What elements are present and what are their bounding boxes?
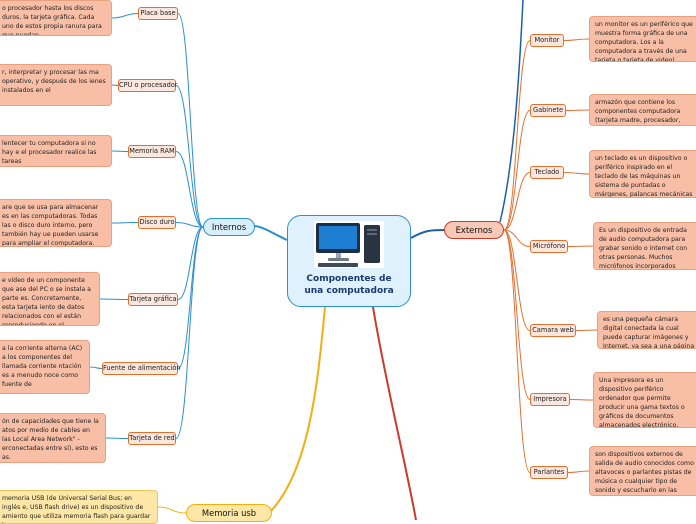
connector-node-tarjeta-red bbox=[175, 226, 204, 439]
connector-node-monitor bbox=[503, 40, 531, 231]
node-microfono[interactable]: Micrófono bbox=[530, 240, 568, 253]
desc-gabinete: armazón que contiene los componentes com… bbox=[589, 94, 696, 126]
node-tarjeta-grafica[interactable]: Tarjeta gráfica bbox=[128, 293, 178, 306]
connector-desc-cpu bbox=[111, 84, 119, 86]
desc-monitor: un monitor es un periférico que muestra … bbox=[589, 16, 696, 62]
node-tarjeta-red[interactable]: Tarjeta de red bbox=[128, 432, 176, 445]
connector-node-parlantes bbox=[503, 229, 531, 473]
connector-desc-teclado bbox=[563, 172, 590, 175]
connector-memoria-usb bbox=[269, 306, 326, 513]
node-teclado[interactable]: Teclado bbox=[530, 166, 564, 179]
connector-desc-memoria-usb bbox=[157, 506, 187, 514]
connector-node-memoria-ram bbox=[175, 151, 204, 228]
desc-disco-duro: are que se usa para almacenar es en las … bbox=[0, 199, 112, 247]
desc-fuente-alimentacion: a la corriente alterna (AC) a los compon… bbox=[0, 340, 90, 394]
connector-desc-placa-base bbox=[111, 13, 139, 19]
connector-desc-microfono bbox=[567, 245, 594, 247]
connector-desc-monitor bbox=[563, 38, 590, 41]
desc-impresora: Una impresora es un dispositivo periféri… bbox=[593, 372, 696, 428]
desc-teclado: un teclado es un dispositivo o periféric… bbox=[589, 150, 696, 198]
connector-node-camara-web bbox=[503, 229, 531, 331]
connector-externos bbox=[410, 229, 445, 239]
computer-icon bbox=[314, 221, 384, 268]
connector-node-teclado bbox=[503, 172, 531, 231]
connector-desc-gabinete bbox=[565, 109, 590, 111]
hub-memoria-usb[interactable]: Memoria usb bbox=[186, 504, 272, 522]
node-parlantes[interactable]: Parlantes bbox=[530, 466, 568, 479]
node-cpu-procesador[interactable]: CPU o procesador bbox=[118, 79, 178, 92]
connector-node-impresora bbox=[503, 229, 531, 400]
desc-parlantes: son dispositivos externos de salida de a… bbox=[589, 446, 696, 496]
node-memoria-ram[interactable]: Memoria RAM bbox=[128, 145, 176, 158]
central-topic[interactable]: Componentes de una computadora bbox=[287, 215, 411, 307]
hub-externos[interactable]: Externos bbox=[444, 221, 504, 239]
connector-node-disco-duro bbox=[175, 222, 204, 228]
connector-node-placa-base bbox=[177, 13, 204, 228]
node-impresora[interactable]: Impresora bbox=[530, 393, 570, 406]
connector-desc-memoria-ram bbox=[111, 150, 129, 152]
node-gabinete[interactable]: Gabinete bbox=[530, 104, 566, 117]
connector-desc-disco-duro bbox=[111, 222, 139, 224]
connector-desc-tarjeta-grafica bbox=[99, 298, 129, 300]
desc-memoria-usb: memoria USB (de Universal Serial Bus; en… bbox=[0, 490, 158, 524]
connector-node-cpu-procesador bbox=[175, 85, 204, 228]
connector-desc-tarjeta-red bbox=[105, 437, 129, 439]
connector-node-microfono bbox=[503, 229, 531, 247]
node-camara-web[interactable]: Camara web bbox=[530, 324, 576, 337]
desc-microfono: Es un dispositivo de entrada de audio co… bbox=[593, 222, 696, 270]
node-fuente-alimentacion[interactable]: Fuente de alimentación bbox=[102, 362, 181, 375]
connector-upper-branch bbox=[499, 0, 524, 223]
desc-placa-base: o procesador hasta los discos duros, la … bbox=[0, 0, 112, 36]
central-title-line2: una computadora bbox=[304, 286, 394, 296]
connector-node-gabinete bbox=[503, 110, 531, 231]
node-monitor[interactable]: Monitor bbox=[530, 34, 564, 47]
connector-desc-camara-web bbox=[575, 329, 598, 331]
desc-cpu: r, interpretar y procesar las ma operati… bbox=[0, 64, 112, 106]
desc-tarjeta-grafica: e vídeo de un componente que ase del PC … bbox=[0, 272, 100, 326]
connector-desc-parlantes bbox=[567, 470, 590, 473]
desc-tarjeta-red: ón de capacidades que tiene la atos por … bbox=[0, 413, 106, 463]
central-title-line1: Componentes de bbox=[306, 274, 392, 284]
desc-camara-web: es una pequeña cámara digital conectada … bbox=[597, 311, 696, 349]
node-disco-duro[interactable]: Disco duro bbox=[138, 216, 176, 229]
connector-desc-impresora bbox=[569, 399, 594, 401]
connector-internos bbox=[252, 225, 288, 241]
connector-node-tarjeta-grafica bbox=[177, 226, 204, 300]
connector-desc-fuente-alimentacion bbox=[89, 366, 103, 369]
connector-lower-branch bbox=[372, 306, 417, 520]
desc-memoria-ram: lentecer tu computadora si no hay e el p… bbox=[0, 135, 112, 167]
node-placa-base[interactable]: Placa base bbox=[138, 7, 178, 20]
hub-internos[interactable]: Internos bbox=[203, 218, 255, 236]
